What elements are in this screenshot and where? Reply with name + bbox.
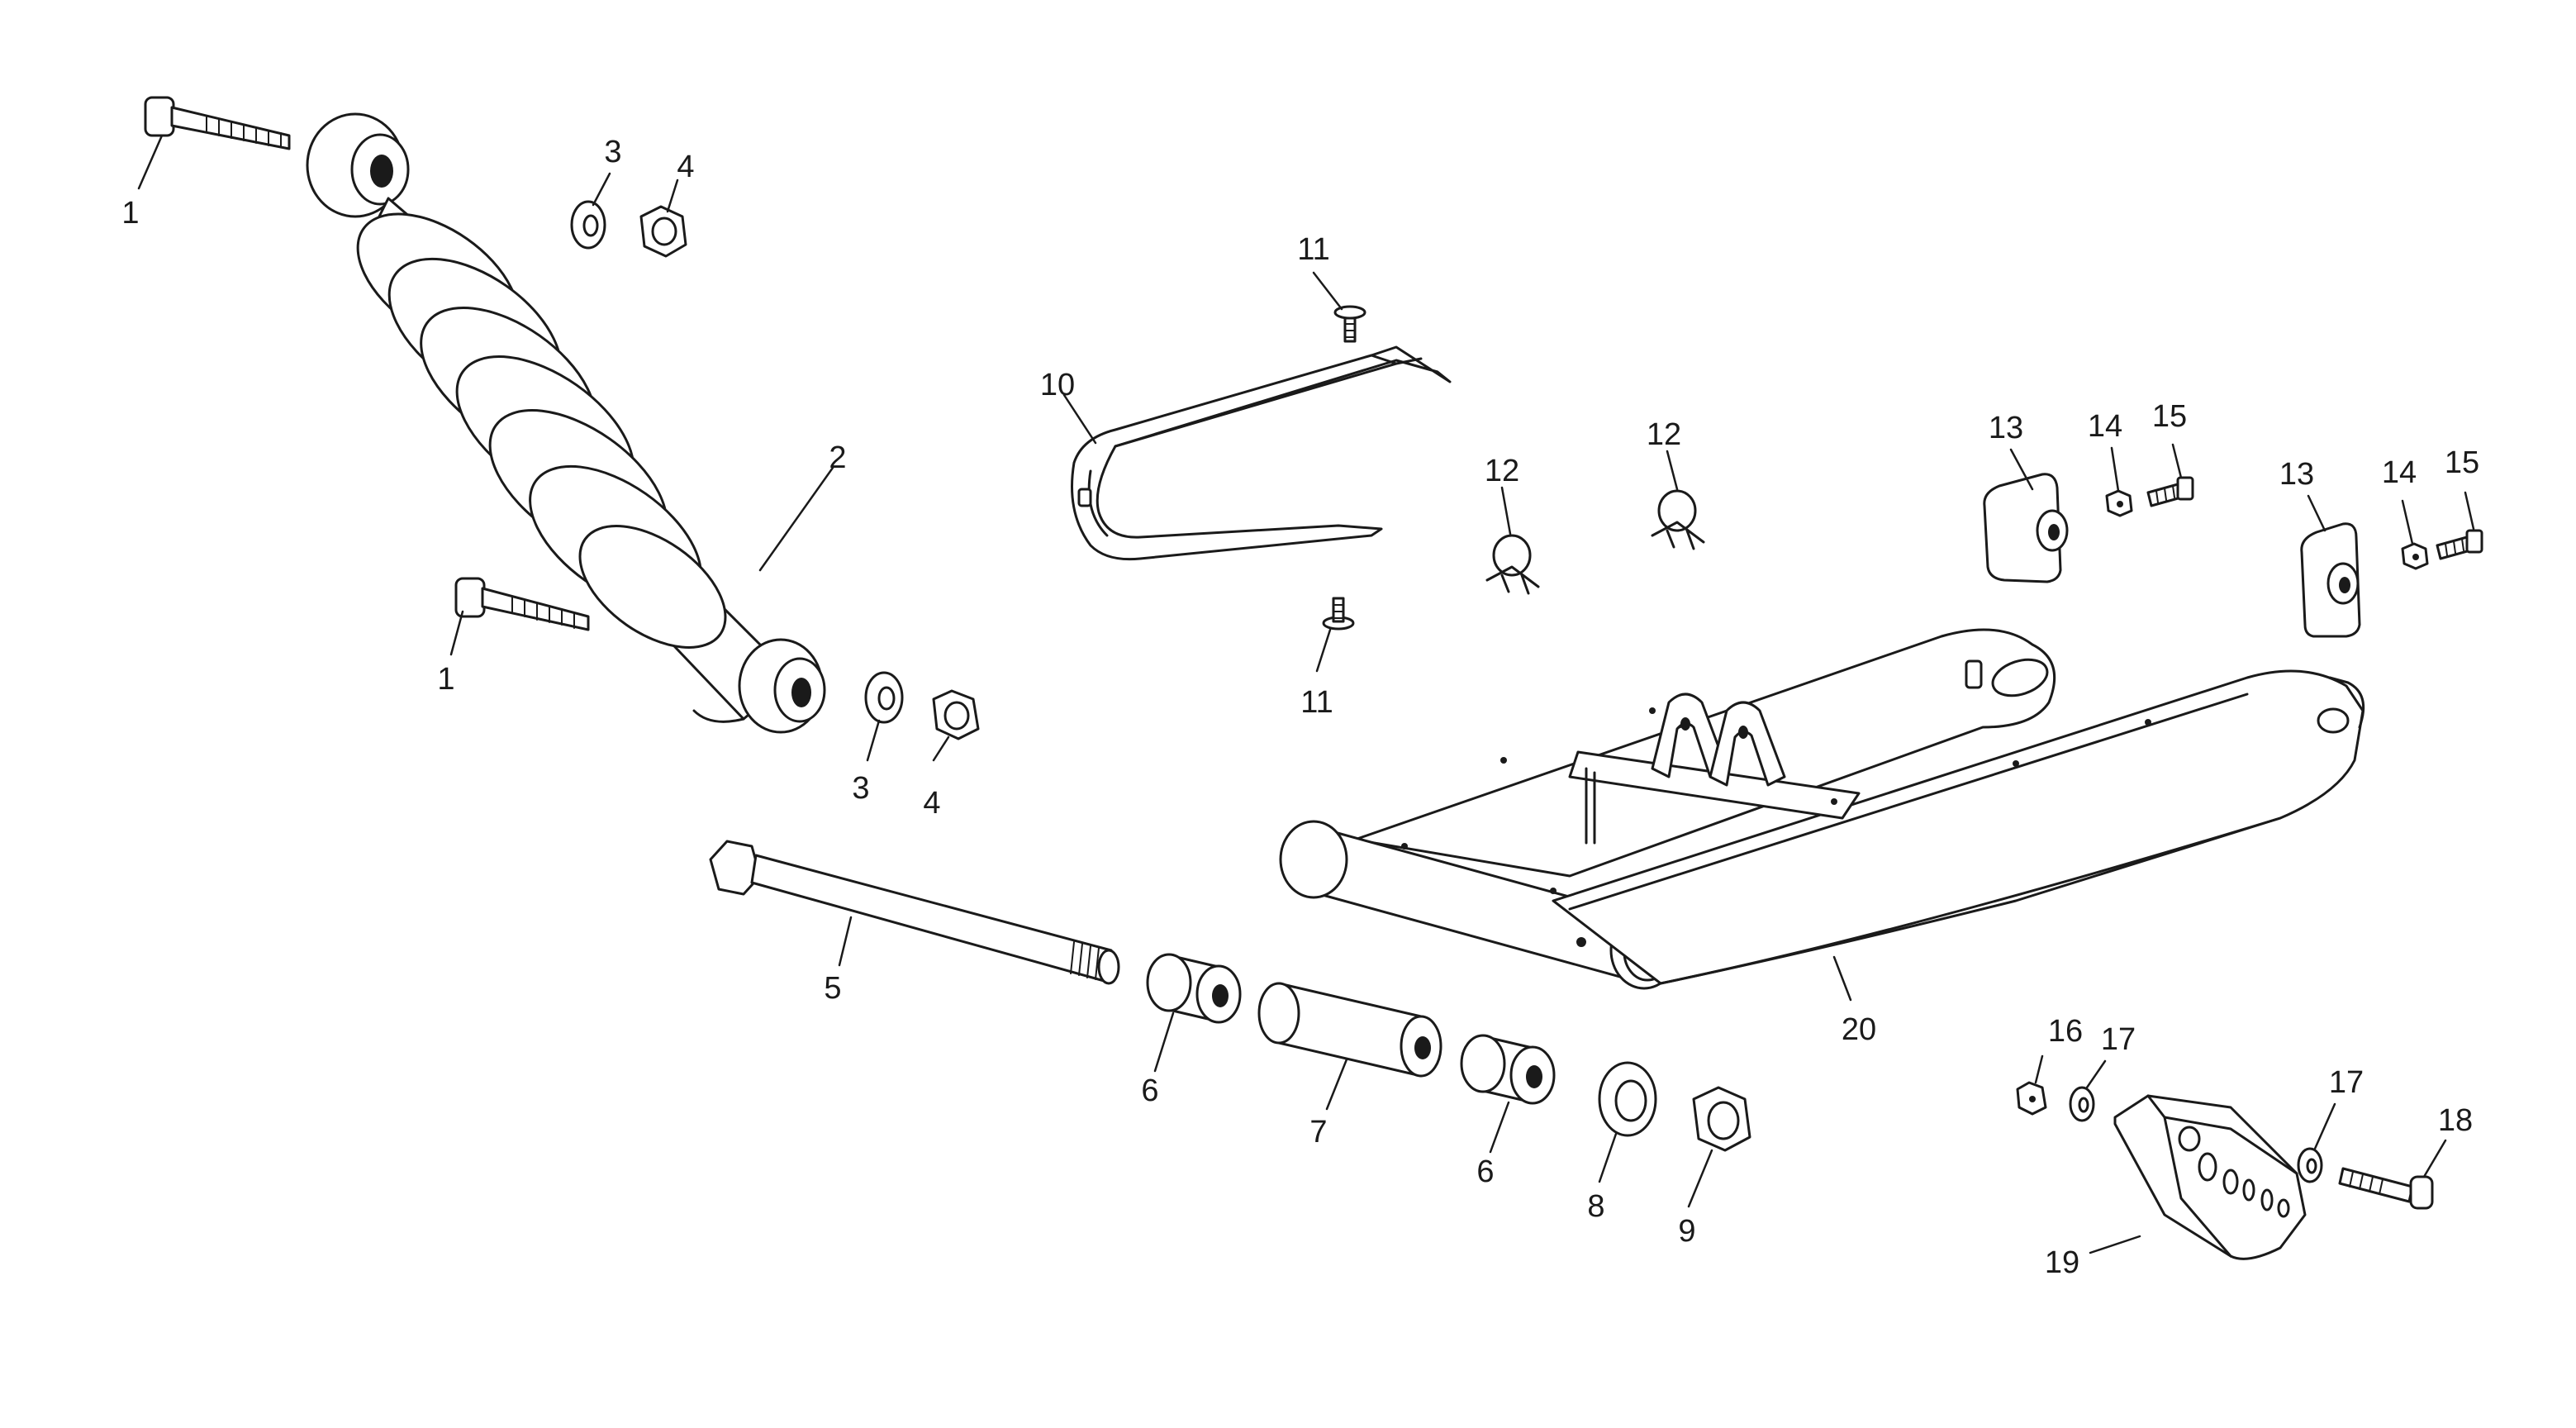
adjuster-nut-left-part: [2105, 489, 2133, 517]
callout-label: 1: [121, 196, 139, 231]
chain-slider-part: [1071, 345, 1452, 561]
callout-label: 20: [1842, 1012, 1876, 1047]
callout-label: 18: [2438, 1103, 2473, 1138]
callout-label: 15: [2152, 399, 2187, 434]
pivot-axle-part: [709, 840, 1120, 985]
guide-washer-left-part: [2069, 1086, 2095, 1122]
callout-label: 4: [923, 786, 940, 821]
callout-label: 4: [677, 150, 694, 184]
chain-adjuster-left-part: [1983, 473, 2069, 583]
hose-clamp-left-part: [1485, 534, 1540, 595]
callout-label: 16: [2048, 1014, 2083, 1049]
callout-label: 7: [1309, 1115, 1327, 1150]
screw-lower-part: [1322, 597, 1355, 631]
callout-label: 1: [437, 662, 454, 697]
callout-labels: 1 1 2 3 3 4 4 5 6 6 7 8 9 10 11 11 12 12…: [121, 135, 2479, 1280]
callout-label: 11: [1297, 232, 1329, 267]
hose-clamp-right-part: [1651, 489, 1705, 550]
bushing-right-part: [1460, 1034, 1556, 1105]
callout-label: 14: [2382, 455, 2417, 490]
callout-label: 3: [604, 135, 621, 169]
callout-label: 13: [2279, 457, 2314, 492]
callout-label: 6: [1141, 1073, 1158, 1108]
bolt-lower-part: [454, 577, 590, 631]
axle-nut-part: [1692, 1086, 1751, 1152]
chain-adjuster-right-part: [2300, 522, 2361, 638]
chain-guide-part: [2113, 1094, 2307, 1260]
callout-label: 9: [1678, 1214, 1695, 1249]
guide-nut-part: [2016, 1081, 2047, 1116]
callout-label: 5: [824, 971, 841, 1006]
guide-bolt-part: [2338, 1167, 2434, 1210]
callout-label: 2: [829, 440, 846, 475]
swingarm-part: [1279, 628, 2365, 990]
bolt-upper-part: [144, 96, 291, 150]
callout-label: 14: [2088, 409, 2122, 444]
callout-label: 11: [1300, 685, 1333, 720]
callout-label: 15: [2445, 445, 2479, 480]
callout-label: 8: [1587, 1189, 1604, 1224]
callout-label: 6: [1476, 1154, 1494, 1189]
callout-label: 3: [852, 771, 869, 806]
callout-label: 17: [2101, 1022, 2136, 1057]
callout-label: 12: [1485, 454, 1519, 488]
adjuster-bolt-right-part: [2436, 529, 2483, 560]
screw-upper-part: [1333, 305, 1366, 343]
spacer-tube-part: [1257, 982, 1442, 1078]
nut-lower-part: [932, 689, 980, 740]
callout-label: 12: [1647, 417, 1681, 452]
leader-lines: [137, 134, 2475, 1254]
guide-washer-right-part: [2297, 1147, 2323, 1183]
adjuster-bolt-left-part: [2146, 476, 2194, 507]
callout-label: 10: [1040, 368, 1075, 402]
nut-upper-part: [639, 205, 687, 258]
adjuster-nut-right-part: [2401, 542, 2429, 570]
callout-label: 13: [1989, 411, 2023, 445]
washer-axle-part: [1598, 1061, 1657, 1137]
shock-absorber-part: [306, 112, 826, 734]
washer-lower-part: [864, 671, 904, 724]
callout-label: 17: [2329, 1065, 2364, 1100]
callout-label: 19: [2045, 1245, 2079, 1280]
bushing-left-part: [1146, 953, 1242, 1024]
washer-upper-part: [570, 200, 606, 250]
